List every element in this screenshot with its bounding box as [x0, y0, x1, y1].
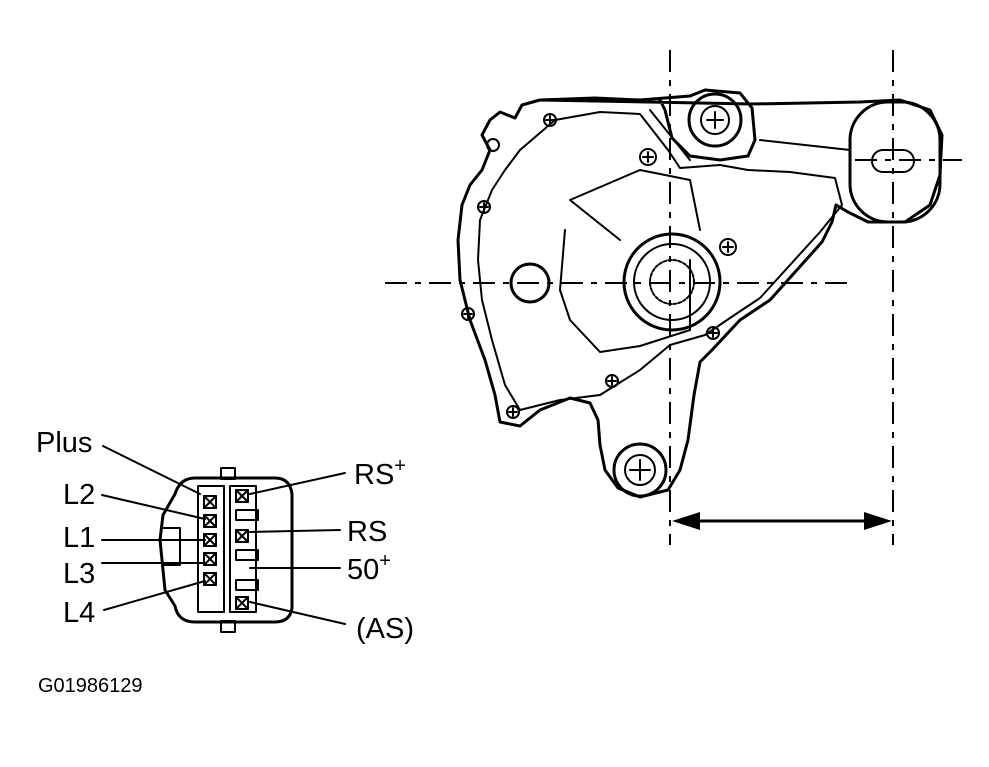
switch-sector-plate [559, 169, 701, 353]
connector-latch [162, 527, 181, 566]
pin-label-50-plus: 50+ [347, 550, 391, 586]
switch-bottom-bolt-cross [629, 459, 651, 481]
switch-screws [461, 113, 737, 419]
switch-bottom-boss [612, 442, 668, 498]
dimension-arrow [672, 512, 892, 530]
pin-label-l4: L4 [63, 597, 95, 629]
switch-top-bolt-cross [706, 111, 724, 129]
switch-inner-outline [477, 111, 843, 411]
connector-top-tab [220, 467, 236, 480]
pin-label-plus: Plus [36, 427, 92, 459]
pin-label-l1: L1 [63, 522, 95, 554]
connector-shell [158, 476, 294, 624]
connector-right-terminals [235, 489, 259, 610]
switch-upper-arm [649, 109, 851, 161]
pin-label-l3: L3 [63, 558, 95, 590]
pin-label-l2: L2 [63, 479, 95, 511]
pin-label-rs: RS [347, 516, 387, 548]
figure-id: G01986129 [38, 675, 143, 697]
switch-top-boss [687, 92, 743, 148]
connector-leader-lines [101, 445, 346, 625]
connector-bottom-tab [220, 620, 236, 633]
switch-bottom-bolt-hole [624, 454, 656, 486]
connector-drawing [101, 445, 346, 633]
switch-body-drawing [385, 50, 962, 545]
switch-housing-outline [456, 88, 944, 499]
pin-label-rs-plus: RS+ [354, 455, 406, 491]
pin-label-as: (AS) [356, 613, 414, 645]
connector-left-cavity [197, 485, 225, 613]
switch-right-lobe [848, 100, 942, 224]
switch-top-bolt-hole [700, 105, 730, 135]
